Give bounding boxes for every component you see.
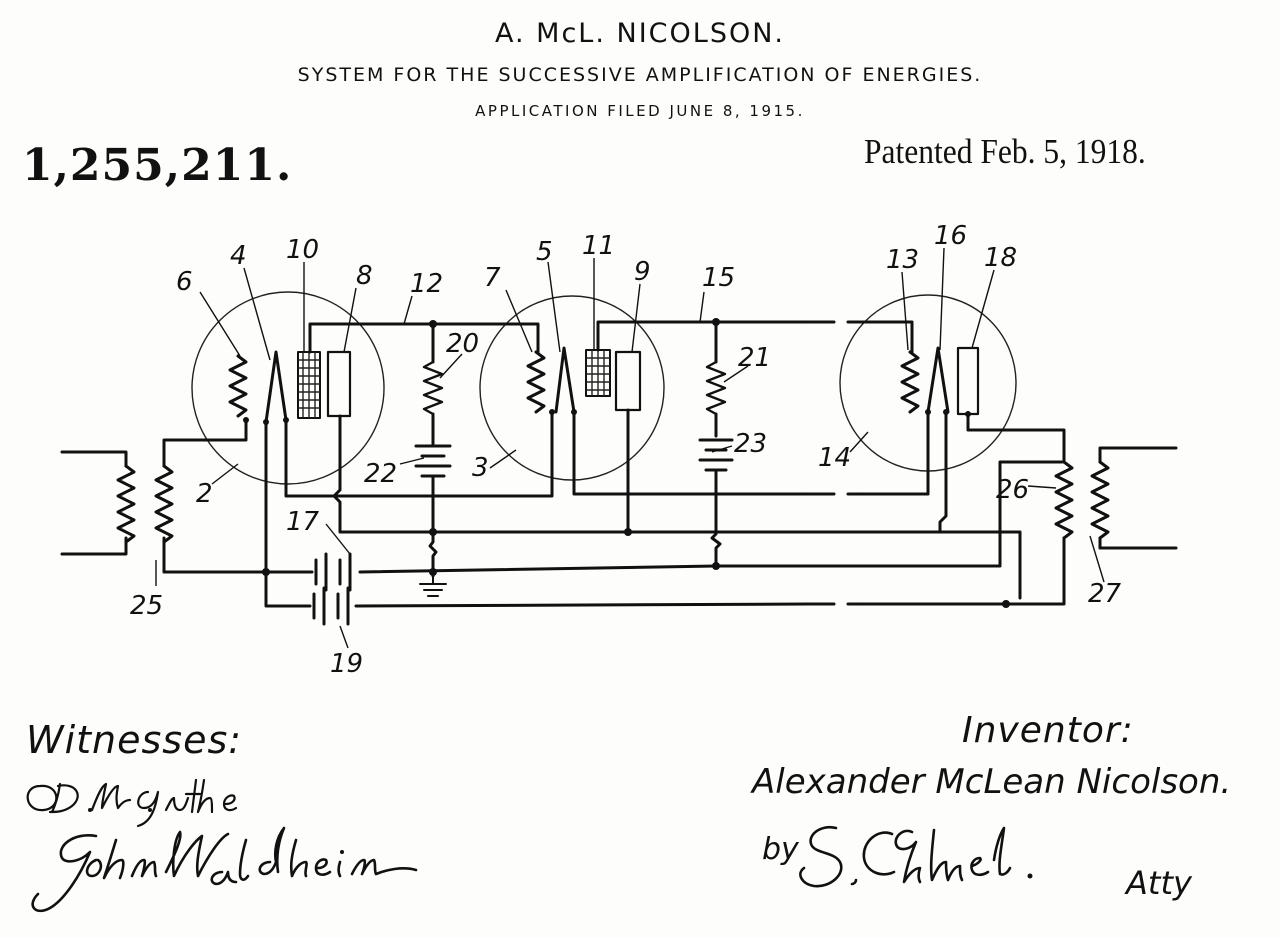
patent-number: 1,255,211.: [22, 140, 293, 191]
label-2: 2: [196, 479, 213, 509]
grid-electrode-10: [297, 351, 321, 419]
plate-output-wire: [966, 412, 1066, 464]
filament-16: [926, 346, 950, 414]
wire-15-tube3: [858, 320, 914, 354]
plate-electrode-9: [614, 350, 642, 412]
transformer-27-secondary: [1090, 460, 1110, 540]
filament-4: [264, 350, 288, 424]
inventor-signature: Alexander McLean Nicolson.: [752, 762, 1232, 802]
filament-return-bus: [284, 410, 554, 498]
wire-15: [596, 320, 810, 352]
label-13: 13: [886, 245, 919, 275]
patent-title: SYSTEM FOR THE SUCCESSIVE AMPLIFICATION …: [297, 64, 983, 86]
grid-input-wire: [162, 418, 248, 468]
plate-supply-bus: [332, 408, 948, 534]
filament-5: [554, 346, 576, 414]
battery-19-row: [264, 420, 810, 608]
input-line: [60, 450, 128, 556]
battery-19: [312, 586, 350, 626]
label-14: 14: [818, 443, 851, 473]
label-23: 23: [734, 429, 767, 459]
label-22: 22: [364, 459, 397, 489]
inventor-name-header: A. McL. NICOLSON.: [495, 18, 785, 49]
battery-19-row-right: [858, 536, 1066, 606]
plate-electrode-18: [956, 346, 980, 416]
battery-23-lead: [710, 468, 722, 568]
label-21: 21: [738, 343, 771, 373]
label-27: 27: [1088, 579, 1122, 609]
grid-electrode-11: [585, 349, 611, 397]
by-label: by: [762, 832, 799, 867]
attorney-signature: [799, 825, 1033, 888]
label-15: 15: [702, 263, 735, 293]
inventor-label: Inventor:: [962, 710, 1134, 751]
label-16: 16: [934, 221, 967, 251]
ground-symbol: [419, 575, 447, 597]
battery-22-lead: [428, 474, 438, 578]
label-18: 18: [984, 243, 1017, 273]
witnesses-label: Witnesses:: [26, 718, 243, 762]
label-20: 20: [446, 329, 479, 359]
label-17: 17: [286, 507, 320, 537]
choke-coil-21: [705, 360, 727, 416]
filament-return-bus-2: [572, 410, 810, 496]
plate-electrode-8: [326, 350, 352, 418]
output-line: [1098, 446, 1178, 550]
attorney-abbrev: Atty: [1126, 864, 1192, 902]
label-12: 12: [410, 269, 443, 299]
label-11: 11: [582, 231, 615, 261]
label-5: 5: [536, 237, 553, 267]
battery-17: [314, 552, 352, 592]
filament-return-tube3: [856, 410, 930, 496]
filament-heater-7: [526, 350, 546, 414]
label-7: 7: [484, 263, 501, 293]
label-19: 19: [330, 649, 363, 679]
filament-heater-6: [228, 354, 248, 418]
witness-signature-1: [26, 778, 238, 828]
transformer-25-secondary: [154, 464, 174, 544]
wire-12: [308, 322, 540, 354]
witness-signature-2: [31, 826, 418, 913]
application-filed-line: APPLICATION FILED JUNE 8, 1915.: [475, 102, 805, 120]
label-25: 25: [130, 591, 163, 621]
leader-lines: [155, 247, 1105, 649]
tube-envelope-1: [191, 291, 385, 485]
label-6: 6: [176, 267, 193, 297]
reference-numerals: 6 4 10 8 12 20 7 5 11 9 15 21 13 16 18 2…: [130, 221, 1122, 679]
label-8: 8: [356, 261, 373, 291]
label-9: 9: [634, 257, 651, 287]
transformer-26-primary: [1054, 460, 1074, 540]
junction-dots: [243, 318, 1010, 608]
label-4: 4: [230, 241, 247, 271]
battery-23: [698, 438, 734, 472]
label-3: 3: [472, 453, 489, 483]
label-26: 26: [996, 475, 1029, 505]
tube-envelope-2: [479, 295, 665, 481]
transformer-25-primary: [116, 464, 136, 544]
filament-heater-13: [900, 350, 920, 414]
choke-coil-20: [422, 360, 444, 416]
patented-date: Patented Feb. 5, 1918.: [864, 132, 1146, 171]
plate-supply-bus-right: [626, 530, 1022, 600]
battery-22: [414, 444, 452, 478]
label-10: 10: [286, 235, 319, 265]
